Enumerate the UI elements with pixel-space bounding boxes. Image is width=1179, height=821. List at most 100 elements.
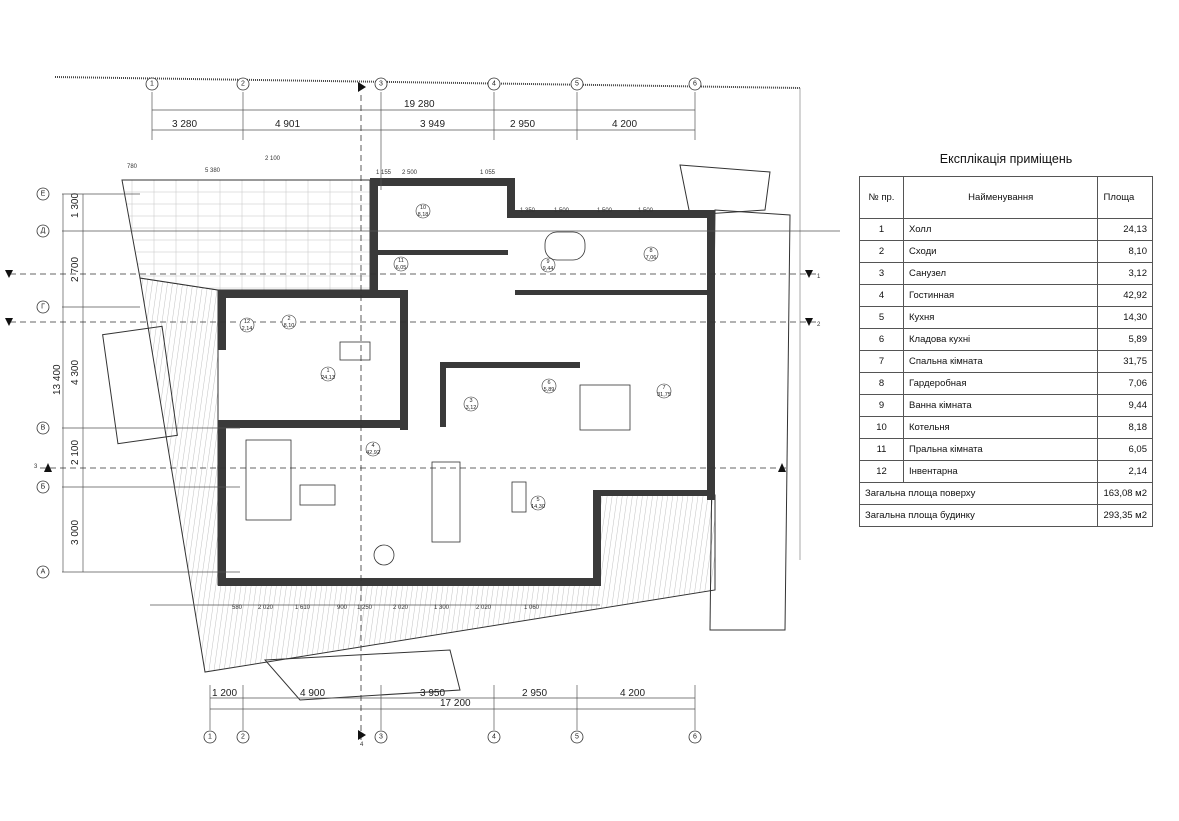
- dimension-text: 2 100: [70, 440, 81, 465]
- axis-bubble: [688, 730, 702, 744]
- total-label: Загальна площа поверху: [858, 482, 1099, 505]
- total-value: 293,35 м2: [1097, 504, 1153, 527]
- axis-label: 6: [693, 734, 697, 741]
- room-name: Пральна кімната: [902, 438, 1099, 461]
- axis-label: 6: [693, 81, 697, 88]
- room-name: Гардеробная: [902, 372, 1099, 395]
- dimension-text: 2 100: [265, 156, 281, 162]
- terrace: [139, 277, 716, 673]
- dimension-text: 17 200: [440, 698, 471, 709]
- room-tag: [281, 314, 297, 330]
- room-area: 6,05: [1097, 438, 1153, 461]
- room-area: 8,10: [1097, 240, 1153, 263]
- room-number: 11: [859, 438, 904, 461]
- dimension-text: 4 900: [300, 688, 325, 699]
- room-tag-number: 7: [662, 385, 665, 391]
- room-area: 5,89: [1097, 328, 1153, 351]
- section-mark-3: 3: [34, 464, 38, 470]
- paved-area: [121, 179, 371, 291]
- dimension-text: 2 020: [393, 605, 409, 611]
- axis-bubble: [570, 730, 584, 744]
- room-name: Холл: [902, 218, 1099, 241]
- room-number: 7: [859, 350, 904, 373]
- room-tag: [463, 396, 479, 412]
- room-area: 24,13: [1097, 218, 1153, 241]
- room-name: Спальна кімната: [902, 350, 1099, 373]
- room-tag-area: 8,18: [418, 212, 429, 218]
- axis-bubble: [374, 730, 388, 744]
- room-area: 42,92: [1097, 284, 1153, 307]
- outdoor-furniture: [102, 325, 178, 445]
- walls: [218, 178, 715, 586]
- axis-bubble: [36, 565, 50, 579]
- axis-bubble: [36, 421, 50, 435]
- axis-bubble: [36, 224, 50, 238]
- room-tag: [656, 383, 672, 399]
- axis-label: 5: [575, 734, 579, 741]
- dimension-text: 1 610: [295, 605, 311, 611]
- axis-bubble: [36, 187, 50, 201]
- room-name: Кладова кухні: [902, 328, 1099, 351]
- room-tag-area: 9,44: [543, 266, 554, 272]
- axis-bubble: [487, 77, 501, 91]
- header-area: Площа: [1097, 176, 1153, 219]
- dimension-text: 3 950: [420, 688, 445, 699]
- room-number: 10: [859, 416, 904, 439]
- dimension-text: 1 155: [376, 170, 392, 176]
- axis-label: А: [41, 569, 46, 576]
- dimension-text: 2 500: [402, 170, 418, 176]
- interior-lines: [245, 231, 631, 566]
- room-tag-number: 10: [420, 205, 426, 211]
- dimension-text: 1 500: [638, 208, 654, 214]
- axis-bubble: [203, 730, 217, 744]
- site-boundary: [54, 76, 801, 89]
- room-tag-number: 6: [547, 380, 550, 386]
- grid-lines: [62, 92, 840, 730]
- room-tag-area: 42,92: [366, 450, 380, 456]
- dimension-text: 2 020: [476, 605, 492, 611]
- room-area: 8,18: [1097, 416, 1153, 439]
- dimension-text: 4 200: [612, 119, 637, 130]
- explication-title: Експлікація приміщень: [939, 152, 1073, 166]
- room-tag-area: 3,12: [466, 405, 477, 411]
- dimension-text: 3 949: [420, 119, 445, 130]
- axis-label: 2: [241, 734, 245, 741]
- room-name: Ванна кімната: [902, 394, 1099, 417]
- axis-label: 2: [241, 81, 245, 88]
- section-mark-4: 4: [360, 742, 364, 748]
- room-tag: [530, 495, 546, 511]
- room-name: Гостинная: [902, 284, 1099, 307]
- room-area: 14,30: [1097, 306, 1153, 329]
- room-number: 4: [859, 284, 904, 307]
- room-tag: [320, 366, 336, 382]
- room-tag-area: 2,14: [242, 326, 253, 332]
- axis-label: 5: [575, 81, 579, 88]
- dimension-text: 1 300: [434, 605, 450, 611]
- dimension-text: 13 400: [52, 364, 63, 395]
- room-name: Санузел: [902, 262, 1099, 285]
- dimension-text: 2 700: [70, 257, 81, 282]
- room-tag-number: 3: [469, 398, 472, 404]
- axis-label: 1: [150, 81, 154, 88]
- room-tag-area: 6,05: [396, 265, 407, 271]
- dimension-text: 1 060: [524, 605, 540, 611]
- room-tag: [239, 317, 255, 333]
- dimension-text: 1 500: [597, 208, 613, 214]
- room-number: 2: [859, 240, 904, 263]
- axis-bubble: [688, 77, 702, 91]
- room-tag-number: 9: [546, 259, 549, 265]
- dimension-text: 1 500: [554, 208, 570, 214]
- dimension-text: 780: [127, 164, 138, 170]
- room-tag: [540, 257, 556, 273]
- dimension-text: 580: [232, 605, 243, 611]
- stair-outline: [679, 164, 771, 216]
